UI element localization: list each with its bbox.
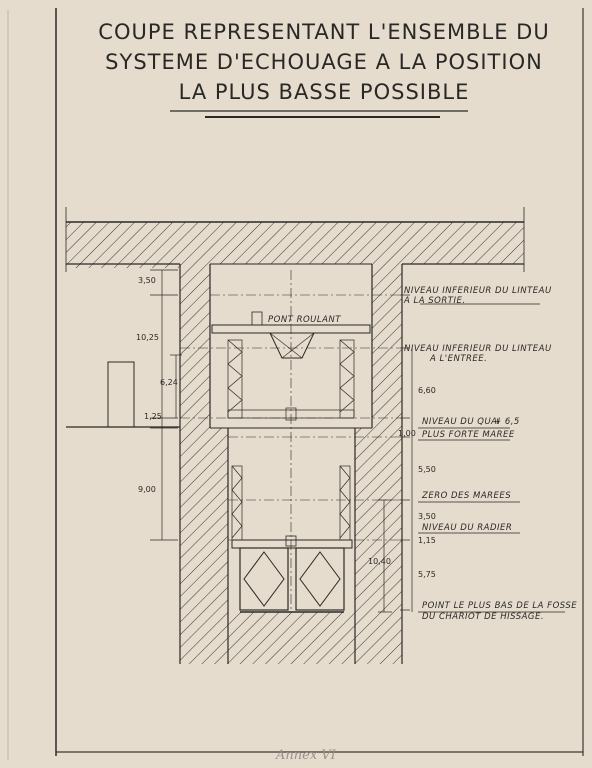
right-quay-wall — [354, 263, 524, 664]
dim-right-4: 3,50 — [418, 512, 436, 521]
crane-label: PONT ROULANT — [268, 315, 341, 325]
title-line-2: SYSTEME D'ECHOUAGE A LA POSITION — [105, 50, 543, 74]
dim-right-3: 5,50 — [418, 465, 436, 474]
title-line-3: LA PLUS BASSE POSSIBLE — [178, 80, 470, 104]
hoisting-cradle — [231, 535, 353, 613]
lintel-mass — [65, 207, 525, 272]
dim-right-7: 5,75 — [418, 570, 436, 579]
lift-chamber — [210, 263, 372, 540]
label-lowest-point-1: POINT LE PLUS BAS DE LA FOSSE — [422, 601, 578, 611]
pit-floor — [228, 612, 355, 664]
label-quay-value: + 6,5 — [494, 417, 520, 427]
dimension-lines-left — [150, 269, 182, 541]
label-tide-zero: ZERO DES MAREES — [422, 491, 512, 501]
level-lines — [180, 294, 400, 541]
label-floor-level: NIVEAU DU RADIER — [422, 523, 513, 533]
sheet-frame — [7, 8, 584, 760]
label-lintel-entry-1: NIVEAU INFERIEUR DU LINTEAU — [404, 344, 552, 354]
label-lowest-point-2: DU CHARIOT DE HISSAGE. — [422, 612, 545, 622]
label-lintel-entry-2: A L'ENTREE. — [430, 354, 488, 364]
label-lintel-exit-1: NIVEAU INFERIEUR DU LINTEAU — [404, 286, 552, 296]
dim-right-5: 1,15 — [418, 536, 436, 545]
dim-left-1: 3,50 — [138, 276, 156, 285]
dim-left-5: 9,00 — [138, 485, 156, 494]
title-line-1: COUPE REPRESENTANT L'ENSEMBLE DU — [98, 20, 550, 44]
dim-right-6: 10,40 — [368, 557, 391, 566]
label-high-tide: PLUS FORTE MAREE — [422, 430, 515, 440]
dimension-lines-right — [378, 348, 413, 613]
label-lintel-exit-2: A LA SORTIE. — [404, 296, 466, 306]
dim-left-3: 6,24 — [160, 378, 178, 387]
dim-right-1: 6,60 — [418, 386, 436, 395]
leader-lines — [400, 294, 565, 613]
dim-left-4: 1,25 — [144, 412, 162, 421]
footer-annotation: Annex VI — [276, 748, 336, 763]
dim-left-2: 10,25 — [136, 333, 159, 342]
left-quay-wall — [66, 263, 229, 664]
title-underline — [170, 110, 468, 118]
label-quay-level: NIVEAU DU QUAI — [422, 417, 501, 427]
dim-right-2: 1,00 — [398, 429, 416, 438]
